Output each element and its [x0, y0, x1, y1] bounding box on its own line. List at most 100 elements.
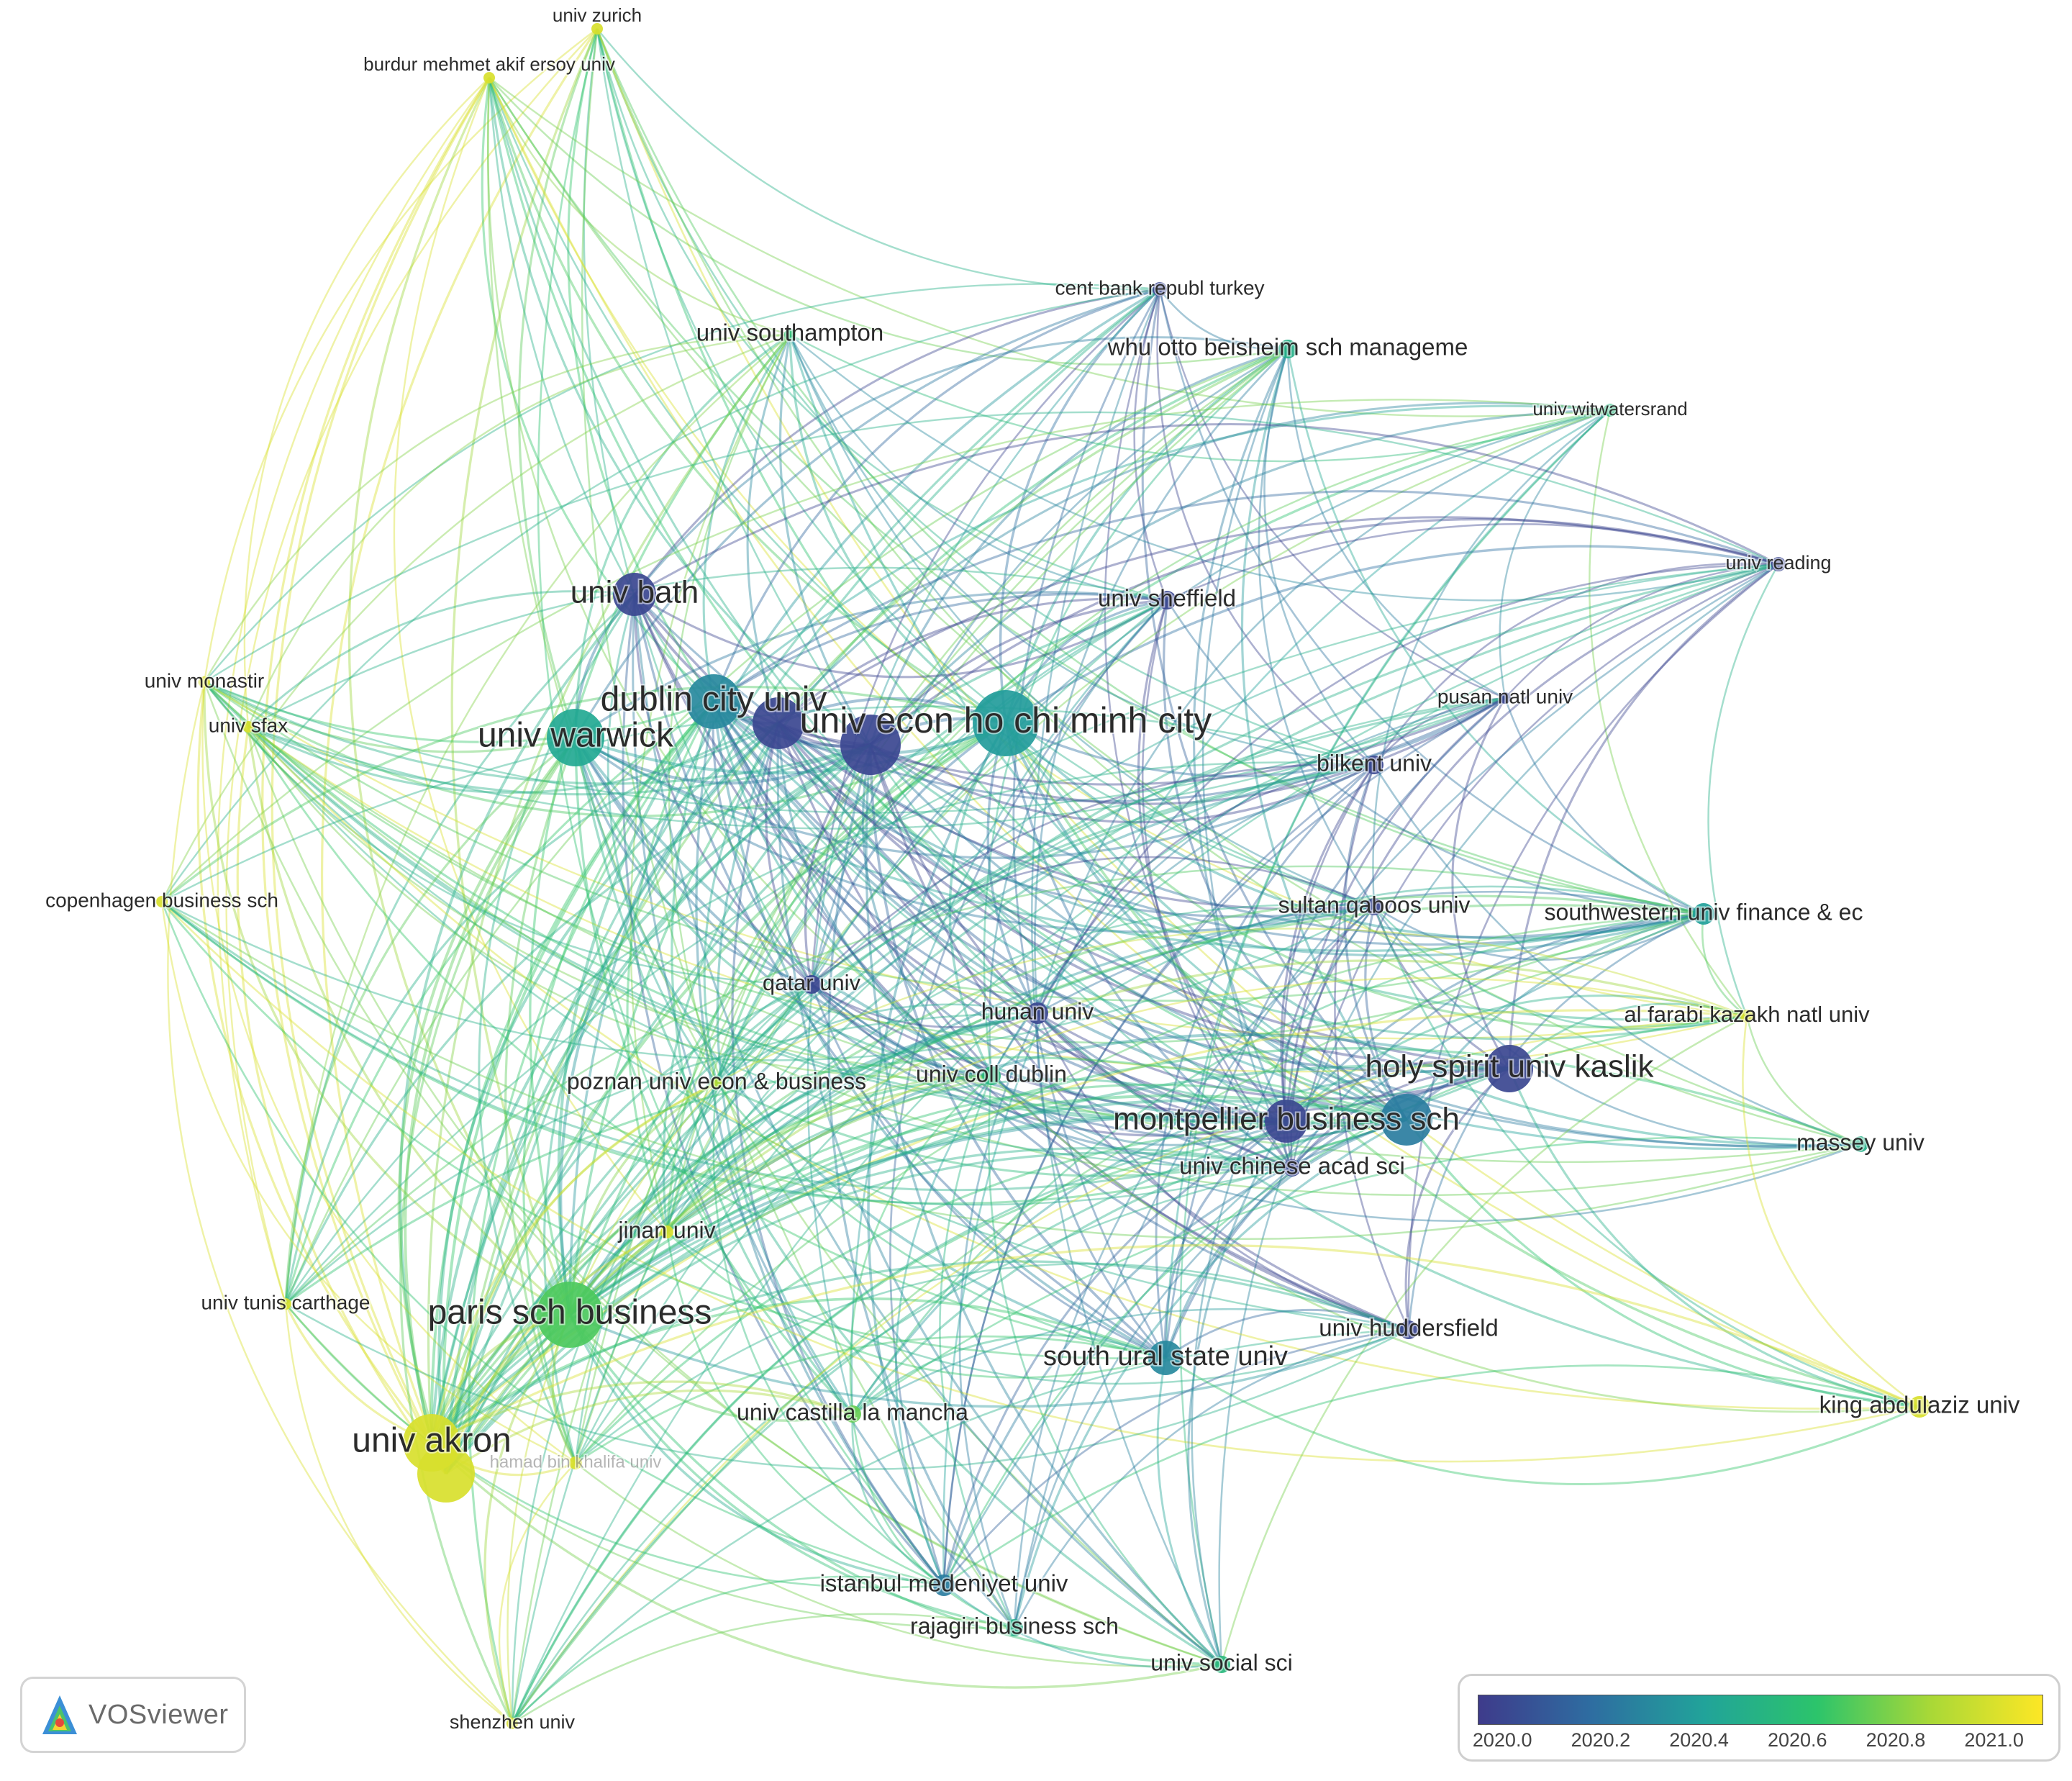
node-copenhagen[interactable]: [156, 896, 168, 907]
network-link: [851, 912, 1704, 1415]
network-link: [810, 983, 1287, 1137]
node-jinan[interactable]: [660, 1225, 673, 1238]
network-link: [217, 77, 490, 1305]
node-hamad[interactable]: [569, 1456, 582, 1469]
node-label-burdur: burdur mehmet akif ersoy univ: [363, 53, 615, 75]
network-link: [666, 1231, 1166, 1379]
node-label-univ-witwatersrand: univ witwatersrand: [1532, 398, 1687, 420]
network-link: [712, 701, 1293, 1169]
network-link: [851, 1118, 1407, 1415]
node-univ-monastir[interactable]: [199, 676, 210, 688]
node-univ-social[interactable]: [1213, 1656, 1230, 1673]
node-bilkent[interactable]: [1365, 756, 1383, 774]
network-link: [284, 1303, 513, 1724]
network-link: [948, 722, 1007, 1077]
node-king-abdulaziz[interactable]: [1909, 1396, 1930, 1418]
node-akron-b[interactable]: [417, 1445, 475, 1503]
network-link: [1373, 562, 1779, 766]
network-link: [1283, 905, 1375, 1122]
node-univ-bath[interactable]: [613, 573, 656, 616]
network-link: [285, 865, 1704, 1305]
node-univ-warwick[interactable]: [547, 709, 604, 766]
node-massey[interactable]: [1853, 1136, 1868, 1152]
legend-tick: 2020.6: [1767, 1729, 1827, 1751]
network-link: [285, 1012, 1038, 1305]
network-link: [633, 593, 1510, 1070]
network-link: [810, 348, 1289, 985]
node-paris-sch[interactable]: [537, 1282, 603, 1348]
node-univ-reading[interactable]: [1771, 557, 1786, 571]
node-qatar[interactable]: [802, 975, 821, 994]
network-link: [1334, 764, 1410, 1331]
node-univ-sheffield[interactable]: [1158, 591, 1176, 609]
network-link: [204, 681, 1748, 1040]
node-shenzhen[interactable]: [506, 1718, 518, 1729]
node-hidden-b[interactable]: [840, 715, 901, 775]
node-hidden-a[interactable]: [753, 697, 804, 749]
network-link: [284, 743, 871, 1305]
node-univ-tunis[interactable]: [280, 1298, 291, 1310]
node-univ-zurich[interactable]: [591, 23, 603, 35]
network-link: [1013, 563, 1779, 1628]
network-link: [430, 288, 1160, 1444]
network-link: [204, 681, 714, 743]
network-link: [942, 1118, 1407, 1586]
network-link: [430, 722, 1007, 1444]
node-univ-coll-dublin[interactable]: [982, 1066, 1001, 1085]
network-link: [703, 722, 780, 1084]
network-link: [634, 422, 1779, 596]
network-link: [161, 399, 1611, 902]
node-burdur[interactable]: [483, 72, 495, 83]
node-al-farabi[interactable]: [1740, 1010, 1753, 1023]
network-link: [942, 1015, 1748, 1586]
node-univ-castilla[interactable]: [844, 1405, 861, 1423]
node-pusan[interactable]: [1499, 692, 1511, 704]
network-link: [1165, 1308, 1409, 1359]
node-mont-b[interactable]: [1381, 1094, 1432, 1146]
node-holy-spirit[interactable]: [1486, 1045, 1533, 1092]
network-link: [1036, 1012, 1287, 1123]
network-link: [1589, 409, 1748, 1017]
node-whu[interactable]: [1278, 340, 1297, 358]
node-rajagiri[interactable]: [1006, 1619, 1023, 1636]
network-link: [247, 726, 992, 1079]
network-link: [712, 700, 1510, 1073]
node-sultan-qaboos[interactable]: [1366, 898, 1383, 915]
network-link: [713, 697, 1506, 803]
node-hunan[interactable]: [1027, 1002, 1048, 1024]
network-link: [196, 681, 433, 1444]
node-istanbul[interactable]: [933, 1574, 955, 1596]
node-univ-sfax[interactable]: [242, 721, 254, 733]
node-univ-witwatersrand[interactable]: [1604, 404, 1617, 417]
node-cent-bank[interactable]: [1153, 282, 1167, 296]
network-link: [271, 77, 491, 1444]
network-link: [869, 743, 1861, 1148]
node-southwestern[interactable]: [1693, 903, 1714, 925]
network-link: [1404, 1067, 1511, 1331]
node-poznan[interactable]: [711, 1077, 722, 1089]
node-univ-chinese[interactable]: [1283, 1159, 1301, 1177]
network-link: [437, 722, 780, 1474]
node-univ-southampton[interactable]: [784, 329, 796, 340]
network-link: [777, 722, 1510, 1070]
network-link: [1163, 1120, 1287, 1359]
network-link: [1036, 563, 1779, 1014]
network-link: [204, 681, 992, 1077]
node-label-univ-tunis: univ tunis carthage: [201, 1291, 370, 1313]
network-link: [1166, 599, 1704, 915]
network-link: [568, 1074, 992, 1315]
network-link: [1164, 697, 1506, 1359]
network-link: [399, 593, 636, 1444]
network-link: [568, 1099, 1407, 1316]
network-link: [488, 77, 1007, 725]
node-south-ural[interactable]: [1148, 1341, 1183, 1375]
node-label-bilkent: bilkent univ: [1317, 750, 1432, 776]
node-univ-huddersfield[interactable]: [1399, 1320, 1418, 1339]
network-link: [489, 77, 1289, 366]
node-montpellier[interactable]: [1265, 1100, 1308, 1143]
network-link: [568, 1313, 853, 1422]
network-link: [715, 1082, 1166, 1359]
node-univ-econ-hcm[interactable]: [973, 690, 1039, 756]
node-dublin-city[interactable]: [686, 674, 741, 729]
network-link: [1192, 348, 1289, 1122]
